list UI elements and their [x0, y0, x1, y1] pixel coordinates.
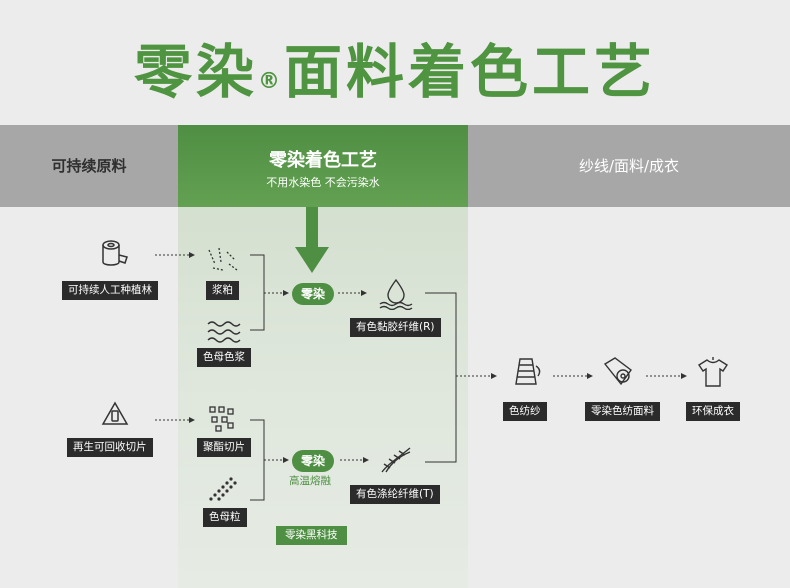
- down-arrow-head: [295, 247, 329, 273]
- title-rest: 面料着色工艺: [284, 38, 657, 106]
- node-masterbatch-paste: 色母色浆: [197, 348, 251, 367]
- registered-mark: ®: [258, 69, 284, 94]
- yarn-cone-icon: [515, 358, 541, 385]
- melt-text: 高温熔融: [289, 475, 331, 487]
- fabric-roll-icon: [603, 357, 632, 386]
- node-forest: 可持续人工种植林: [62, 281, 158, 300]
- title-brand: 零染: [133, 38, 258, 106]
- node-garment: 环保成衣: [686, 402, 740, 421]
- node-polyester-chips: 聚酯切片: [197, 438, 251, 457]
- zero-dye-pill-top: 零染: [292, 283, 334, 305]
- node-pulp: 浆粕: [206, 281, 239, 300]
- page-title: 零染®面料着色工艺: [0, 32, 790, 112]
- zero-dye-header: [178, 125, 468, 207]
- zero-dye-title: 零染着色工艺: [269, 150, 377, 171]
- node-yarn: 色纺纱: [503, 402, 547, 421]
- node-colored-viscose: 有色黏胶纤维(R): [350, 318, 441, 337]
- wood-log-icon: [102, 240, 128, 266]
- tech-label: 零染黑科技: [276, 526, 347, 545]
- band-left-label: 可持续原料: [51, 157, 127, 175]
- zero-dye-subtitle: 不用水染色 不会污染水: [266, 176, 380, 189]
- tshirt-icon: [698, 357, 728, 387]
- node-fabric: 零染色纺面料: [585, 402, 660, 421]
- fiber-twist-icon: [381, 447, 411, 473]
- zero-dye-pill-bottom: 零染: [292, 450, 334, 472]
- pellets-icon: [209, 477, 237, 501]
- band-right-label: 纱线/面料/成衣: [578, 157, 680, 175]
- chips-icon: [209, 406, 234, 432]
- pulp-fiber-icon: [208, 247, 238, 271]
- node-recycled-pet: 再生可回收切片: [67, 438, 153, 457]
- node-colored-polyester: 有色涤纶纤维(T): [350, 485, 440, 504]
- down-arrow-icon: [306, 207, 318, 249]
- node-masterbatch-pellets: 色母粒: [203, 508, 247, 527]
- recycle-icon: [101, 401, 129, 425]
- wave-icon: [207, 321, 241, 343]
- water-drop-icon: [379, 278, 413, 310]
